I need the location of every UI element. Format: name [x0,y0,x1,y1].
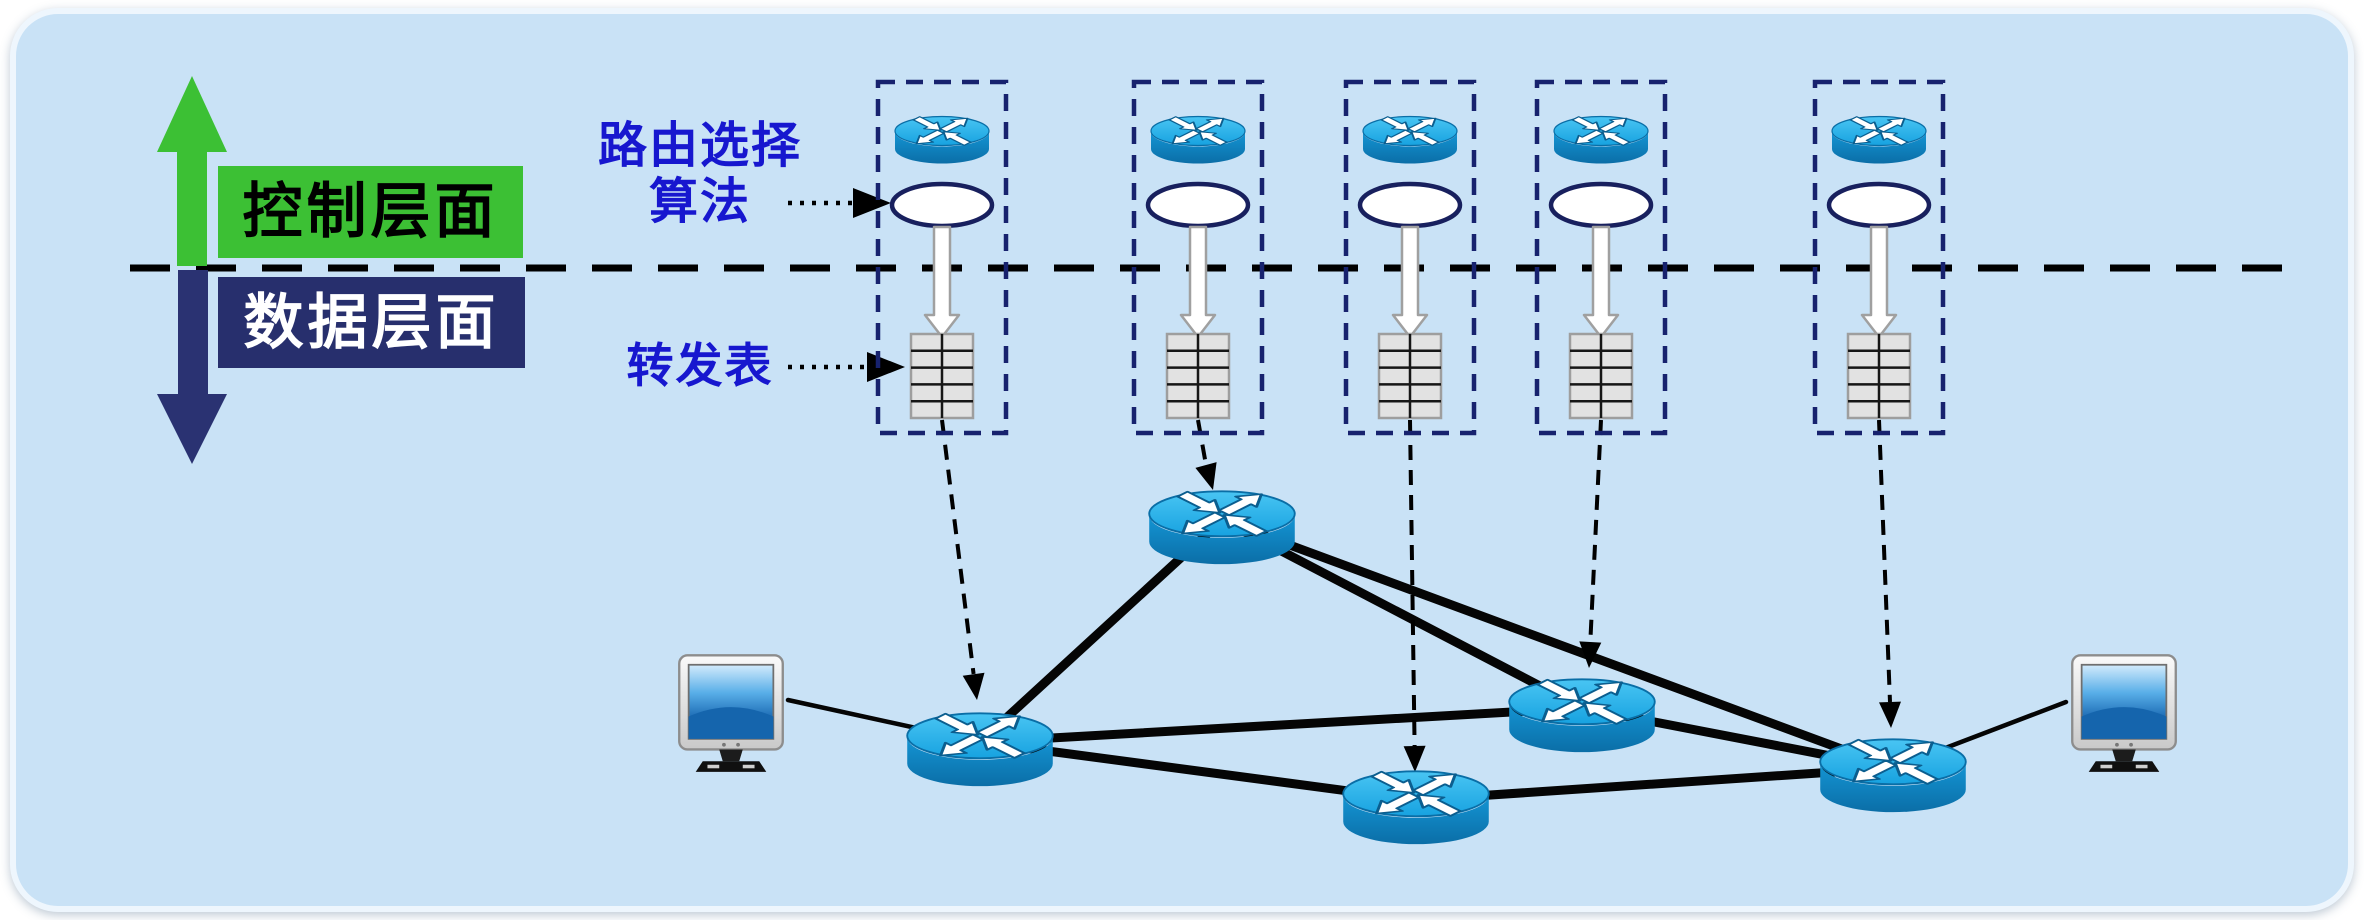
per-router-unit-3 [1346,82,1474,433]
unit-to-router-dashed-arrows [940,419,1901,772]
computer-icon-left [678,654,784,773]
dashed-arrow-2 [1195,419,1217,490]
data-plane-down-arrow-icon [157,270,227,464]
control-plane-label: 控制层面 [218,166,523,258]
link-c-e [1411,763,1898,805]
dashed-arrow-4 [1579,419,1603,668]
dashed-arrow-1 [940,419,985,700]
router-icon-e [1820,737,1966,812]
link-a-d [975,703,1587,747]
dashed-arrow-5 [1877,419,1901,728]
control-plane-up-arrow-icon [157,76,227,266]
per-router-unit-4 [1537,82,1665,433]
router-icon-c [1343,769,1489,844]
routing-algorithm-label: 路由选择 算法 [545,118,855,230]
data-plane-label: 数据层面 [218,277,525,368]
routing-algorithm-pointer-arrow-icon [788,188,891,218]
network-links [975,515,1898,805]
router-icon-a [907,711,1053,786]
forwarding-table-label: 转发表 [626,339,774,392]
computer-icon-right [2071,654,2177,773]
routing-algorithm-label-line2: 算法 [648,175,751,229]
router-icon-d [1509,677,1655,752]
router-icon-b [1149,489,1295,564]
routing-algorithm-label-line1: 路由选择 [597,119,802,173]
link-b-e [1217,515,1898,773]
per-router-unit-1 [878,82,1006,433]
dashed-arrow-3 [1403,419,1426,772]
per-router-unit-5 [1815,82,1943,433]
per-router-unit-2 [1134,82,1262,433]
